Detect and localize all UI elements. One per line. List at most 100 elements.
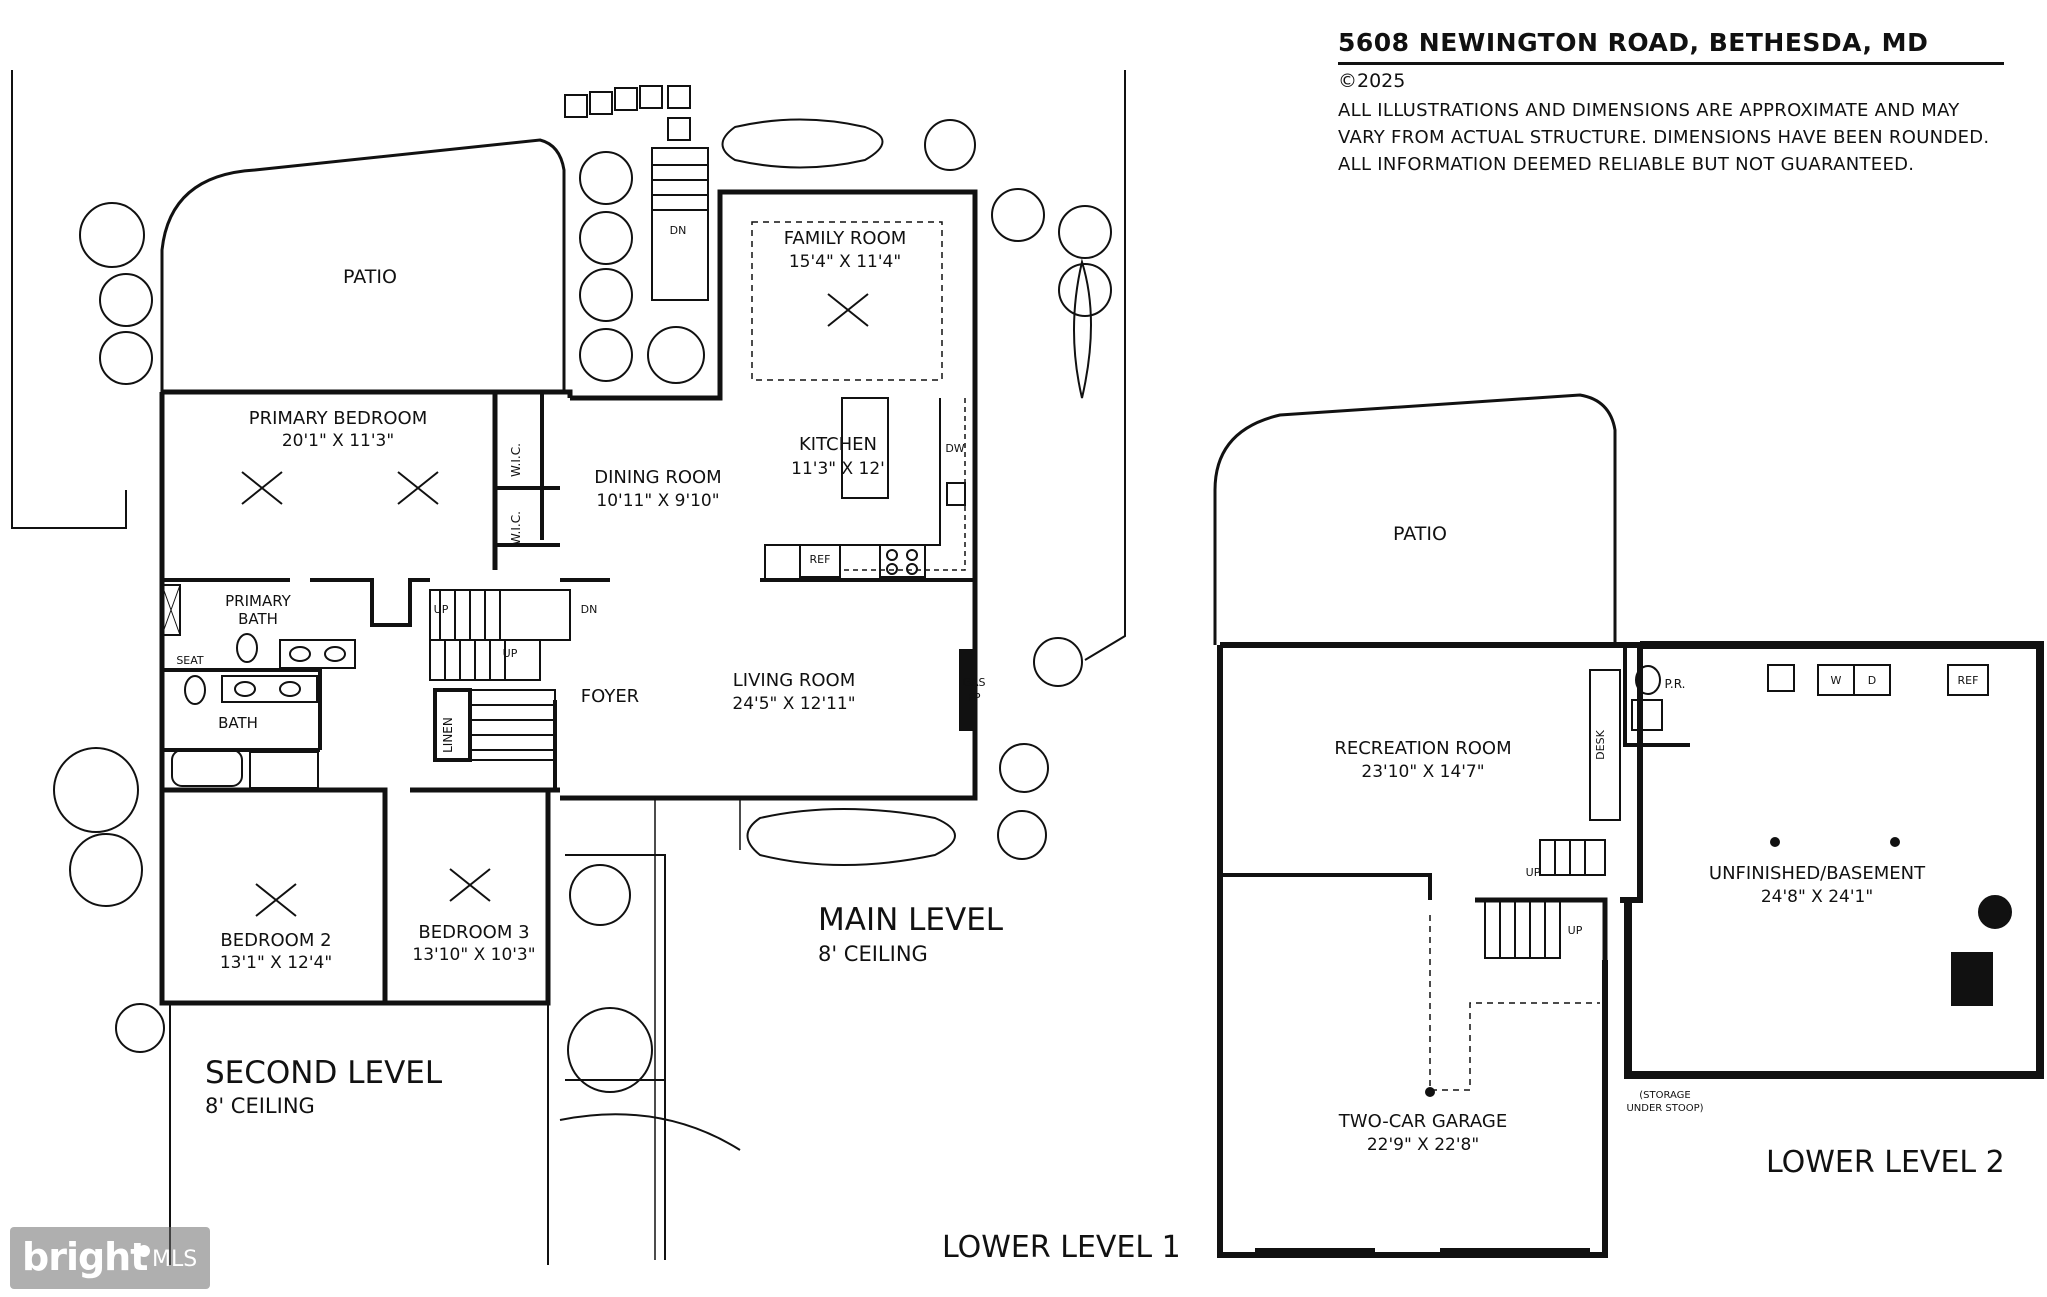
- shower: [161, 584, 181, 636]
- post: [1770, 837, 1780, 847]
- room-dims: 22'9" X 22'8": [1367, 1135, 1479, 1155]
- exterior-wall: [570, 189, 978, 401]
- fixture-label: SEAT: [176, 654, 204, 667]
- fixture-label: DN: [670, 224, 687, 237]
- furnace: [1951, 952, 1993, 1006]
- room-label: LIVING ROOM: [733, 670, 855, 691]
- exterior-wall: [560, 380, 978, 801]
- sink: [1767, 664, 1795, 692]
- interior-wall: [1623, 645, 1690, 747]
- walkway: [559, 854, 741, 1260]
- kitchen-island: [841, 397, 889, 499]
- interior-wall: [162, 668, 322, 750]
- refrigerator: [1947, 664, 1989, 696]
- stairs: [429, 589, 571, 641]
- room-dims: 13'1" X 12'4": [220, 953, 332, 973]
- room-dims: 15'4" X 11'4": [789, 252, 901, 272]
- fixture-label: LINEN: [441, 717, 455, 753]
- room-dims: 24'5" X 12'11": [732, 694, 855, 714]
- room-dims: 24'8" X 24'1": [1761, 887, 1873, 907]
- fixture-label: D: [1868, 674, 1876, 687]
- disclaimer-line: ALL ILLUSTRATIONS AND DIMENSIONS ARE APP…: [1338, 100, 1960, 121]
- closet: [249, 751, 319, 789]
- exterior-wall: [159, 392, 551, 1006]
- interior-wall: [162, 787, 388, 1003]
- stairs: [469, 689, 556, 761]
- room-label: PRIMARY: [225, 592, 292, 610]
- room-label: FAMILY ROOM: [784, 228, 907, 249]
- range: [879, 544, 926, 578]
- dryer: [1853, 664, 1891, 696]
- post: [1425, 1087, 1435, 1097]
- property-line: [11, 70, 127, 529]
- watermark-brand: bright: [22, 1235, 148, 1279]
- room-label: FOYER: [581, 686, 639, 707]
- interior-wall: [1220, 873, 1432, 900]
- sink: [1631, 699, 1663, 731]
- fixture-label: DESK: [1594, 729, 1607, 759]
- fixture-label: P.R.: [1665, 677, 1686, 691]
- ceiling-fan: [241, 293, 869, 917]
- toilet: [236, 633, 258, 663]
- level-ceiling: 8' CEILING: [818, 942, 928, 966]
- fixture-label: FP: [968, 691, 981, 704]
- room-label: BATH: [238, 610, 278, 628]
- vanity: [279, 639, 356, 669]
- level-ceiling: 8' CEILING: [205, 1094, 315, 1118]
- brightmls-watermark: bright MLS: [10, 1227, 210, 1289]
- disclaimer-line: ALL INFORMATION DEEMED RELIABLE BUT NOT …: [1338, 154, 1915, 175]
- fixture-label: (STORAGE: [1639, 1090, 1691, 1101]
- toilet: [184, 675, 206, 705]
- toilet: [1635, 665, 1661, 695]
- interior-wall: [1475, 897, 1608, 960]
- property-line: [1084, 70, 1126, 661]
- kitchen-counter: [764, 398, 941, 578]
- level-title: SECOND LEVEL: [205, 1055, 443, 1091]
- fixture-label: UP: [1568, 924, 1583, 937]
- fixture-label: GAS: [962, 676, 985, 689]
- landscaping: [53, 118, 1112, 1093]
- room-label: UNFINISHED/BASEMENT: [1709, 863, 1926, 884]
- room-label: PRIMARY BEDROOM: [249, 408, 428, 429]
- room-label: PATIO: [343, 266, 397, 288]
- room-label: RECREATION ROOM: [1334, 738, 1511, 759]
- stairs: [1484, 899, 1561, 959]
- patio-outline: [160, 138, 566, 392]
- stairs: [651, 147, 709, 301]
- walkway: [654, 798, 741, 1260]
- fixture-label: W: [1831, 674, 1842, 687]
- vaulted-ceiling: [751, 221, 943, 381]
- level-title: LOWER LEVEL 2: [1766, 1145, 2005, 1180]
- fixture-label: W.I.C.: [509, 443, 523, 477]
- fixture-label: DN: [581, 603, 598, 616]
- patio-outline: [1213, 393, 1617, 645]
- address-underline: [1338, 62, 2004, 65]
- fixture-label: REF: [810, 553, 831, 566]
- sink: [946, 482, 966, 506]
- fixture-label: DW: [945, 442, 964, 455]
- room-label: DINING ROOM: [594, 467, 721, 488]
- fixture-label: UP: [434, 603, 449, 616]
- address-title: 5608 NEWINGTON ROAD, BETHESDA, MD: [1338, 28, 1929, 57]
- stepping-stones: [564, 85, 691, 141]
- room-label: TWO-CAR GARAGE: [1338, 1111, 1507, 1132]
- water-heater: [1978, 895, 2012, 929]
- room-label: KITCHEN: [799, 434, 877, 455]
- stairs: [429, 639, 541, 681]
- level-title: LOWER LEVEL 1: [942, 1230, 1181, 1265]
- fixture-label: REF: [1958, 674, 1979, 687]
- exterior-wall: [162, 389, 573, 398]
- interior-wall: [310, 578, 430, 627]
- bathtub: [171, 749, 243, 787]
- fixture-label: W.I.C.: [509, 511, 523, 545]
- room-label: BATH: [218, 714, 258, 732]
- fixture-label: UNDER STOOP): [1626, 1103, 1703, 1114]
- refrigerator: [799, 544, 841, 578]
- room-dims: 13'10" X 10'3": [412, 945, 535, 965]
- fixture-label: UP: [1526, 866, 1541, 879]
- room-dims: 20'1" X 11'3": [282, 431, 394, 451]
- disclaimer-line: VARY FROM ACTUAL STRUCTURE. DIMENSIONS H…: [1338, 127, 1990, 148]
- watermark-dot-icon: [138, 1245, 150, 1257]
- stairs: [1539, 839, 1606, 876]
